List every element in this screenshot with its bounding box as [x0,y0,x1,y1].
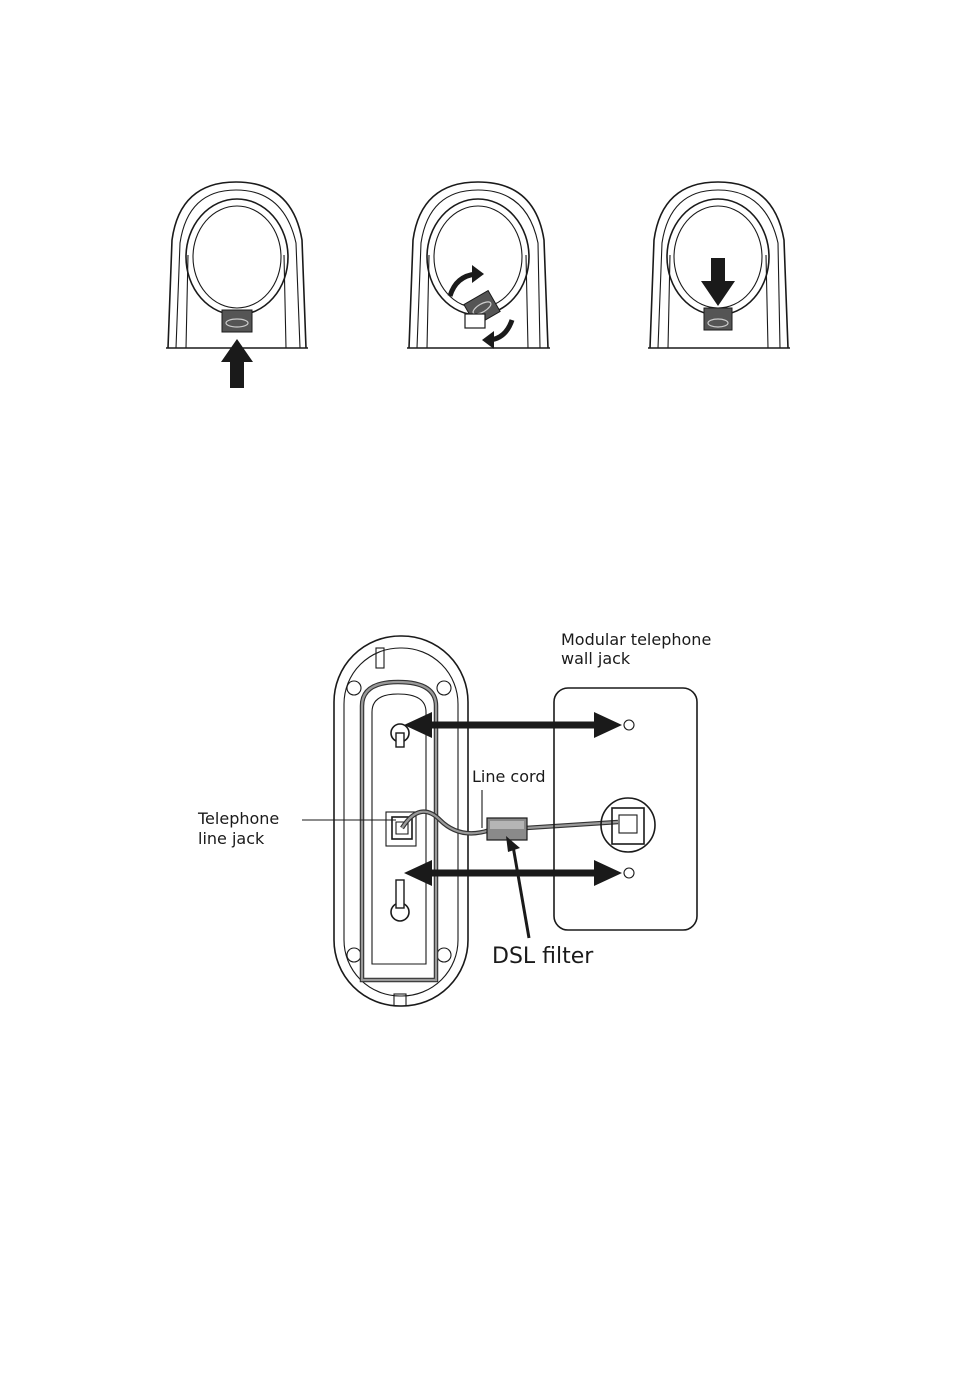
dsl-filter [487,818,527,840]
arrow-down-icon [701,258,735,306]
step3-handset-illustration [648,182,790,348]
line-jack-label-line2: line jack [198,829,265,848]
line-cord-label: Line cord [472,767,545,786]
step2-handset-illustration [407,182,550,349]
telephone-base-illustration [334,636,468,1006]
wall-jack-label-line1: Modular telephone [561,630,711,649]
dsl-filter-label: DSL filter [492,944,594,969]
arrow-up-icon [221,339,253,388]
step1-handset-illustration [166,182,308,388]
line-jack-label-line1: Telephone [197,809,279,828]
wall-jack-label-line2: wall jack [561,649,631,668]
